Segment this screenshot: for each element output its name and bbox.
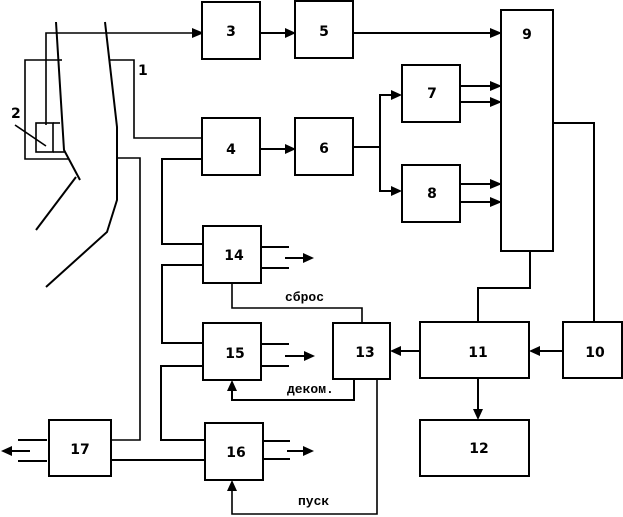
block-11: 11 [419, 321, 530, 379]
connector-6-7 [353, 94, 396, 148]
svg-text:14: 14 [224, 248, 244, 264]
block-8: 8 [401, 164, 461, 223]
reset-label: сброс [285, 290, 324, 305]
svg-text:8: 8 [427, 186, 437, 202]
block-6: 6 [294, 117, 354, 176]
arrow-to-block-3 [192, 28, 204, 38]
callout-1: 1 [138, 63, 148, 79]
sensor-to-block-3-line [45, 32, 196, 125]
svg-text:7: 7 [427, 86, 437, 102]
pipe-outline [35, 21, 118, 288]
block-10: 10 [562, 321, 623, 379]
bus-14-15 [161, 264, 203, 344]
sensor-element [35, 122, 54, 153]
block-3: 3 [201, 1, 261, 60]
svg-text:3: 3 [226, 24, 236, 40]
svg-text:16: 16 [226, 445, 245, 461]
connector-6-8 [379, 147, 396, 192]
svg-text:15: 15 [225, 346, 244, 362]
sensor-housing [24, 59, 204, 160]
housing-to-block-17-line [111, 157, 141, 441]
svg-text:6: 6 [319, 141, 329, 157]
bus-15-16 [160, 365, 205, 441]
svg-text:4: 4 [226, 142, 236, 158]
callout-2: 2 [11, 106, 21, 122]
block-17: 17 [48, 419, 112, 477]
block-5: 5 [294, 0, 354, 59]
svg-text:17: 17 [70, 442, 89, 458]
svg-text:9: 9 [522, 27, 532, 43]
decom-label: деком. [287, 382, 334, 397]
block-9: 9 [500, 9, 554, 252]
start-label: пуск [298, 494, 329, 509]
reset-line-13-14 [231, 283, 363, 323]
pipe-left-branch [35, 176, 77, 231]
svg-text:12: 12 [469, 441, 488, 457]
decom-line-13-15 [231, 379, 355, 401]
block-16: 16 [204, 422, 264, 481]
sensor [14, 122, 65, 153]
block-15: 15 [202, 322, 262, 381]
start-line-13-16 [231, 379, 378, 515]
housing-left [24, 59, 68, 160]
connector-9-11 [477, 251, 531, 322]
pipe-left-wall [55, 21, 81, 181]
connector-9-10 [553, 122, 595, 322]
block-12: 12 [419, 419, 530, 477]
svg-text:5: 5 [319, 24, 329, 40]
svg-text:10: 10 [585, 345, 605, 361]
bus-4-14 [161, 158, 203, 245]
housing-right-to-block-4 [110, 59, 204, 139]
block-13: 13 [332, 322, 391, 380]
svg-text:13: 13 [355, 345, 374, 361]
block-4: 4 [201, 117, 261, 176]
pipe-right-wall [45, 21, 118, 288]
block-14: 14 [202, 225, 262, 284]
callout-2-leader [14, 124, 47, 147]
block-7: 7 [401, 64, 461, 123]
svg-text:11: 11 [468, 345, 487, 361]
